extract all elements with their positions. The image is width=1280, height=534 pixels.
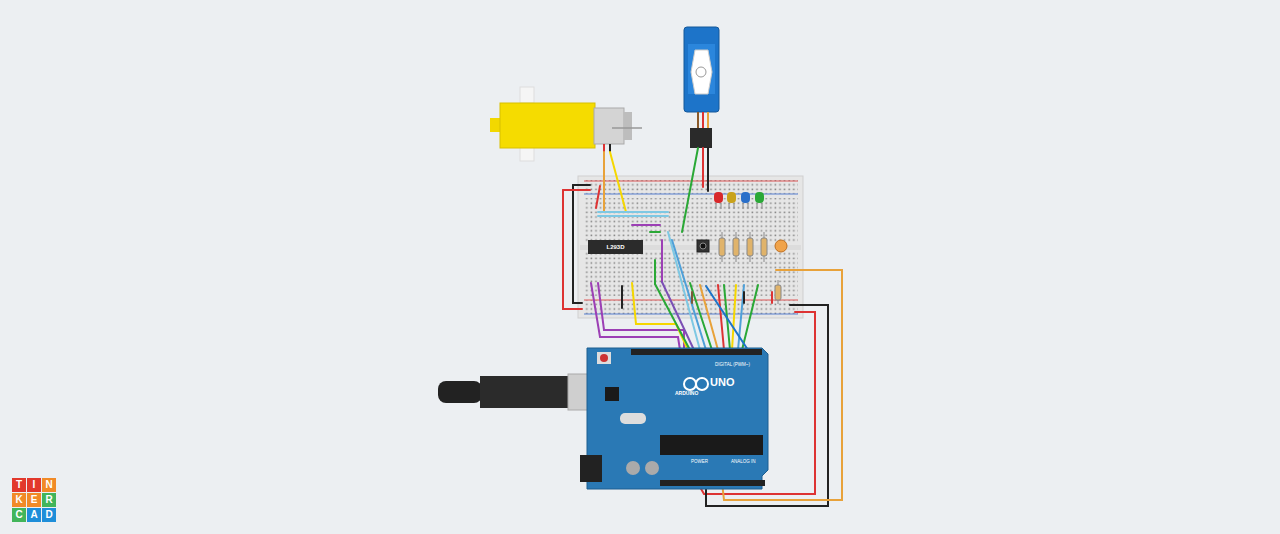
board-label: DIGITAL (PWM~)	[715, 363, 750, 368]
leds	[714, 192, 764, 209]
dc-motor	[490, 87, 642, 161]
part-label: E	[31, 495, 38, 505]
logo-tile: N	[42, 478, 56, 492]
part-label: A	[30, 510, 37, 520]
part-label: C	[15, 510, 22, 520]
logo-tile: R	[42, 493, 56, 507]
arduino-board	[438, 348, 768, 489]
arduino-board: UNO ARDUINO DIGITAL (PWM~) POWER ANALOG IN	[587, 347, 768, 489]
logo-tile: C	[12, 508, 26, 522]
part-label: T	[16, 480, 22, 490]
part-label: L293D	[606, 244, 624, 250]
board-label: ANALOG IN	[731, 460, 756, 465]
logo-tile: I	[27, 478, 41, 492]
logo-tile: T	[12, 478, 26, 492]
resistors	[697, 232, 787, 304]
logo-tile: A	[27, 508, 41, 522]
l293d-chip: L293D	[588, 240, 643, 254]
part-label: R	[45, 495, 52, 505]
servo	[684, 27, 719, 148]
part-label: N	[45, 480, 52, 490]
logo-tile: K	[12, 493, 26, 507]
wires	[563, 148, 842, 506]
part-label: D	[45, 510, 52, 520]
part-label: I	[33, 480, 36, 490]
board-label: POWER	[691, 460, 708, 465]
board-label: UNO	[710, 377, 734, 388]
part-label: K	[15, 495, 22, 505]
logo-tile: D	[42, 508, 56, 522]
board-label: ARDUINO	[675, 391, 698, 396]
logo-tile: E	[27, 493, 41, 507]
